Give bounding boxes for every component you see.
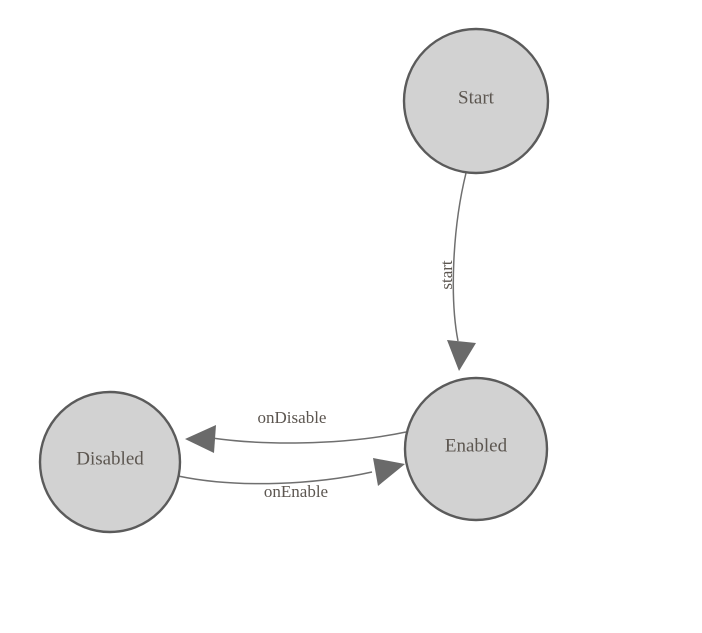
arrowhead-into-enabled-side [373,458,405,486]
edge-enabled-to-disabled[interactable]: onDisable [185,408,407,453]
edge-path-start-to-enabled [452,172,467,342]
arrowhead-into-enabled-top [447,340,476,371]
node-start[interactable]: Start [402,27,550,175]
edge-label-start: start [437,260,456,290]
arrowhead-into-disabled [185,425,216,453]
node-enabled[interactable]: Enabled [403,376,549,522]
node-start-circle [402,27,550,175]
edge-disabled-to-enabled[interactable]: onEnable [177,458,405,501]
edge-start-to-enabled[interactable]: start [437,172,476,371]
node-start-label: Start [458,87,495,108]
edge-label-ondisable: onDisable [258,408,327,427]
node-disabled[interactable]: Disabled [38,390,182,534]
node-disabled-circle [38,390,182,534]
node-disabled-label: Disabled [76,448,144,469]
node-enabled-circle [403,376,549,522]
node-enabled-label: Enabled [445,435,508,456]
edge-label-onenable: onEnable [264,482,328,501]
edge-path-disabled-to-enabled [177,471,373,485]
edge-path-enabled-to-disabled [211,431,407,444]
